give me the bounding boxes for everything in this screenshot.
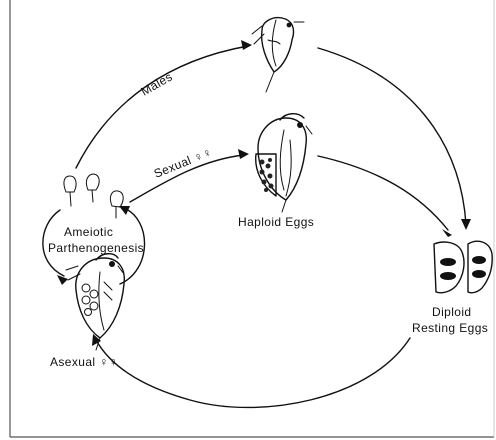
arrow-to-sexual [129,154,245,203]
arrowhead-males [241,40,252,50]
arrowhead-loop-left [57,275,68,285]
arrowhead-resting-top [461,219,471,230]
label-resting-eggs: Resting Eggs [412,321,488,335]
parthenogenesis-loop-right [119,207,146,285]
parthenogenesis-loop-left [42,209,65,277]
arrow-to-males [75,45,249,169]
arrowhead-loop-right [119,206,130,215]
label-ameiotic: Ameiotic [64,225,113,239]
sexual-female-illustration [255,113,313,213]
asexual-female-illustration [65,253,125,351]
arrowhead-haploid-resting [442,229,452,237]
arrowhead-asexual [92,334,101,346]
arrowhead-sexual [238,149,249,159]
resting-eggs-illustration [433,240,493,294]
male-daphnia-illustration [251,16,305,93]
embryo-icons [63,173,124,219]
label-asexual: Asexual ♀♀ [50,355,118,369]
arrow-males-to-resting [317,47,467,225]
label-parthenogenesis: Parthenogenesis [48,241,144,255]
label-sexual: Sexual ♀♀ [152,145,214,181]
arrow-haploid-to-resting [317,155,449,231]
arrow-resting-to-asexual [95,337,411,409]
label-males: Males [139,69,175,98]
label-haploid-eggs: Haploid Eggs [238,215,314,229]
label-diploid: Diploid [432,305,472,319]
